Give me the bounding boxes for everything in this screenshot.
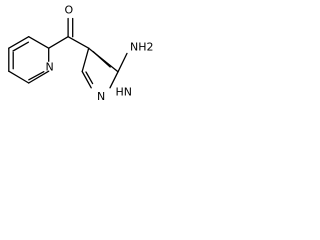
pyrazole-ring — [81, 47, 119, 89]
carbonyl-linker — [48, 17, 90, 49]
inner-double-bond-1 — [12, 41, 30, 52]
pyridine-ring — [8, 36, 50, 84]
bond-c3-n2 — [81, 70, 92, 89]
inner-double-bond-2 — [28, 71, 45, 81]
amino-group-label: NH2 — [130, 41, 154, 54]
bond-c4-c3 — [81, 47, 90, 73]
amino-substituent — [117, 52, 128, 73]
bond-n1-c5 — [109, 71, 119, 89]
pyrazole-nitrogen-label: N — [97, 90, 105, 103]
bond-carbonyl-to-pyrazole — [67, 36, 90, 49]
bond-pyridine-to-carbonyl — [48, 36, 69, 49]
bond-n1-c2 — [28, 70, 50, 84]
bond-c5-to-amine — [117, 52, 128, 73]
bond-c2-c3 — [8, 70, 30, 84]
pyridine-nitrogen-label: N — [46, 61, 54, 74]
chemical-structure-svg: O N N HN NH2 — [8, 4, 154, 103]
carbonyl-oxygen-label: O — [65, 4, 74, 17]
bond-c4-c5 — [28, 36, 50, 49]
pyrazole-inner-double-bond-1 — [92, 50, 111, 68]
bond-c3-c4 — [8, 36, 30, 49]
pyrazole-nh-label: HN — [116, 86, 133, 99]
pyrazole-inner-double-bond-2 — [85, 71, 94, 85]
chemical-structure-canvas: O N N HN NH2 — [0, 0, 193, 119]
